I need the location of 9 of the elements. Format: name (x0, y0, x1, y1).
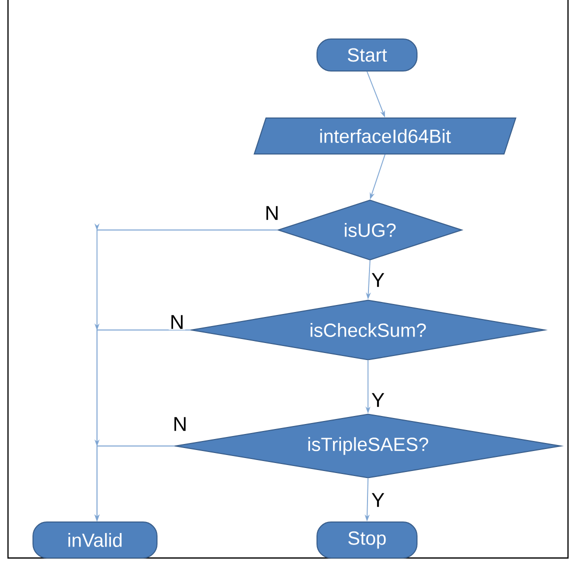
edge-label: Y (370, 492, 386, 508)
input-parallelogram: interfaceId64Bit (254, 118, 516, 154)
edge-label: N (168, 314, 186, 330)
edge-label: N (172, 416, 188, 432)
edge-label: Y (370, 272, 386, 288)
edge-label: Y (370, 392, 386, 408)
terminal-box: Stop (316, 522, 418, 558)
terminal-box: inValid (32, 522, 158, 558)
terminal-box: Start (316, 38, 418, 72)
